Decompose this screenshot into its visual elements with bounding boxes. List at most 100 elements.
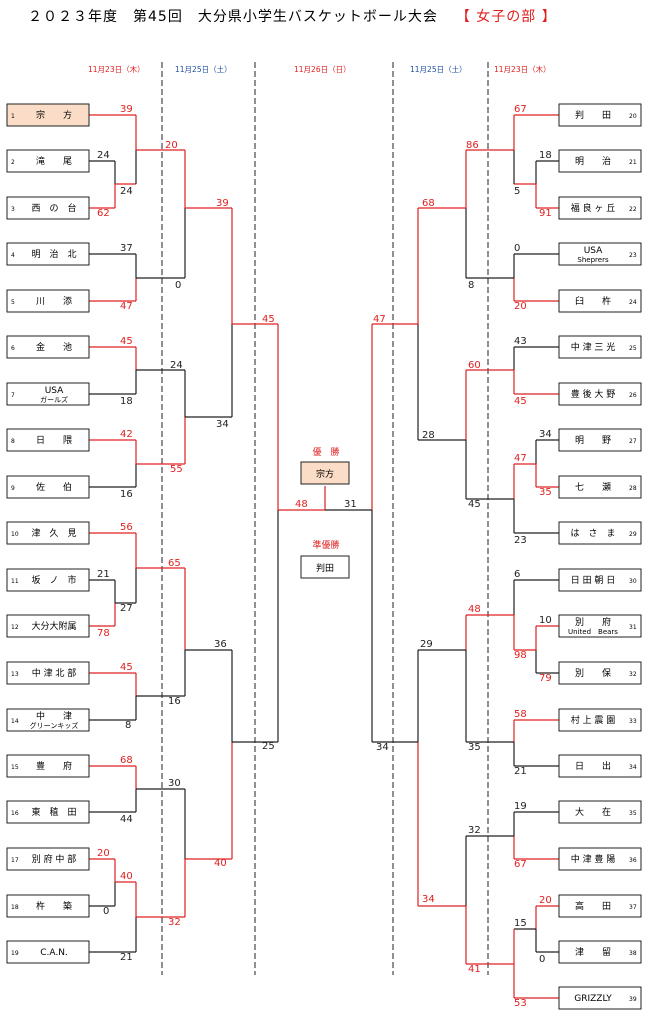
team-number: 30 — [629, 578, 637, 585]
score-label: 0 — [175, 280, 181, 291]
team-name: 臼 杵 — [575, 295, 611, 307]
score-label: 20 — [165, 140, 178, 151]
team-name: 高 田 — [575, 900, 611, 912]
runnerup-name: 判田 — [316, 562, 334, 574]
team-box-border — [558, 754, 642, 778]
team-number: 14 — [11, 718, 19, 725]
team-number: 3 — [11, 206, 15, 213]
team-name: 西 の 台 — [31, 202, 76, 214]
score-label: 0 — [539, 954, 545, 965]
team-box-border — [6, 847, 90, 871]
team-box-border — [6, 661, 90, 685]
team-box-border — [558, 196, 642, 220]
score-label: 48 — [295, 499, 308, 510]
score-label: 30 — [168, 778, 181, 789]
score-label: 45 — [514, 396, 527, 407]
score-label: 37 — [120, 243, 133, 254]
team-name: 東 稙 田 — [31, 806, 76, 818]
score-label: 78 — [97, 628, 110, 639]
score-label: 6 — [514, 569, 520, 580]
score-label: 34 — [539, 429, 552, 440]
team-name: 坂 ノ 市 — [31, 574, 76, 586]
score-label: 20 — [97, 848, 110, 859]
team-number: 7 — [11, 392, 15, 399]
score-label: 16 — [120, 489, 133, 500]
team-box-border — [558, 708, 642, 732]
division-label: 【 女子の部 】 — [455, 9, 557, 25]
score-label: 40 — [120, 871, 133, 882]
team-box: 33村 上 震 園 — [558, 708, 642, 732]
tournament-name: ２０２３年度 第45回 大分県小学生バスケットボール大会 — [28, 9, 438, 25]
team-box: 32別 保 — [558, 661, 642, 685]
team-number: 35 — [629, 810, 637, 817]
team-name: 村 上 震 園 — [571, 714, 616, 726]
team-box-border — [6, 196, 90, 220]
team-number: 37 — [629, 904, 637, 911]
score-label: 15 — [514, 918, 527, 929]
team-number: 15 — [11, 764, 19, 771]
team-number: 39 — [629, 996, 637, 1003]
team-number: 27 — [629, 438, 637, 445]
team-box-border — [6, 289, 90, 313]
score-label: 31 — [344, 499, 357, 510]
team-number: 16 — [11, 810, 19, 817]
score-label: 18 — [120, 396, 133, 407]
team-number: 17 — [11, 857, 19, 864]
score-label: 32 — [168, 917, 181, 928]
score-label: 28 — [422, 430, 435, 441]
team-box-border — [558, 521, 642, 545]
score-label: 21 — [514, 766, 527, 777]
score-label: 53 — [514, 998, 527, 1009]
team-box-border — [6, 382, 90, 406]
score-label: 21 — [120, 952, 133, 963]
score-label: 47 — [120, 301, 133, 312]
score-label: 36 — [214, 639, 227, 650]
team-number: 29 — [629, 531, 637, 538]
team-box-border — [558, 894, 642, 918]
team-name: 中 津 北 部 — [32, 667, 77, 679]
team-number: 34 — [629, 764, 637, 771]
team-name: 明 治 — [575, 155, 611, 167]
team-name: 別 府 中 部 — [32, 853, 77, 865]
team-name: C.A.N. — [40, 948, 68, 958]
score-label: 58 — [514, 709, 527, 720]
team-box-border — [6, 475, 90, 499]
team-number: 28 — [629, 485, 637, 492]
team-box-border — [6, 521, 90, 545]
team-name-sub: ガールズ — [40, 395, 68, 404]
team-name: 七 瀬 — [575, 481, 611, 493]
team-box-border — [558, 614, 642, 638]
team-name: 中 津 — [36, 710, 72, 722]
team-name: は さ ま — [570, 528, 615, 539]
team-box-border — [6, 428, 90, 452]
team-box-border — [6, 800, 90, 824]
date-final: 11月26日（日） — [294, 65, 351, 74]
team-number: 13 — [11, 671, 19, 678]
team-box: 36中 津 豊 陽 — [558, 847, 642, 871]
team-box-border — [558, 475, 642, 499]
team-name: 金 池 — [36, 341, 72, 353]
team-name: 大 在 — [575, 806, 611, 818]
team-box-border — [6, 940, 90, 964]
team-number: 32 — [629, 671, 637, 678]
team-name: 佐 伯 — [36, 481, 72, 493]
team-name: 明 治 北 — [31, 248, 76, 260]
score-label: 45 — [468, 499, 481, 510]
team-box-border — [558, 103, 642, 127]
score-label: 60 — [468, 360, 481, 371]
team-box: 24臼 杵 — [558, 289, 642, 313]
team-box-border — [558, 242, 642, 266]
score-label: 86 — [466, 140, 479, 151]
team-name-sub: United Bears — [568, 628, 618, 636]
team-name: 中 津 豊 陽 — [571, 853, 616, 865]
score-label: 56 — [120, 522, 133, 533]
team-box-border — [6, 708, 90, 732]
